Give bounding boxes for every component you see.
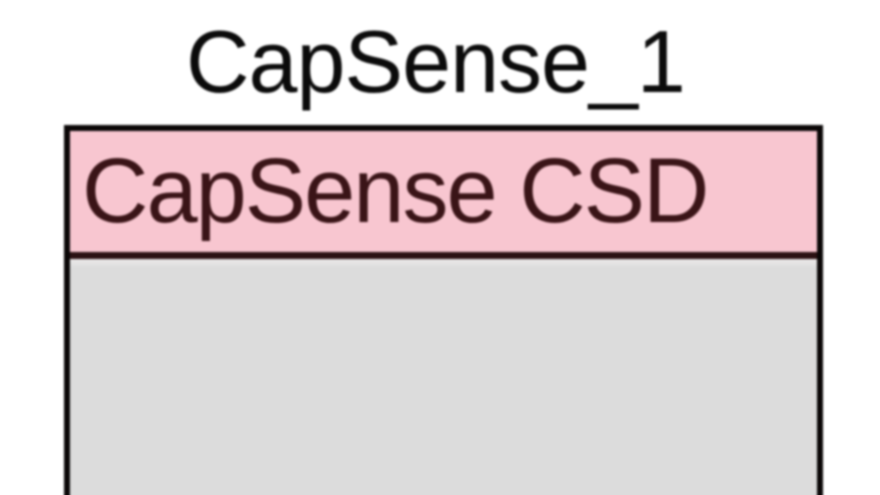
- component-body-highlight: [70, 259, 817, 268]
- component-type-label: CapSense CSD: [82, 140, 709, 242]
- component-symbol-header: CapSense CSD: [70, 131, 817, 259]
- component-instance-label: CapSense_1: [186, 12, 686, 111]
- component-symbol[interactable]: CapSense CSD: [64, 125, 823, 495]
- component-symbol-body: [70, 259, 817, 495]
